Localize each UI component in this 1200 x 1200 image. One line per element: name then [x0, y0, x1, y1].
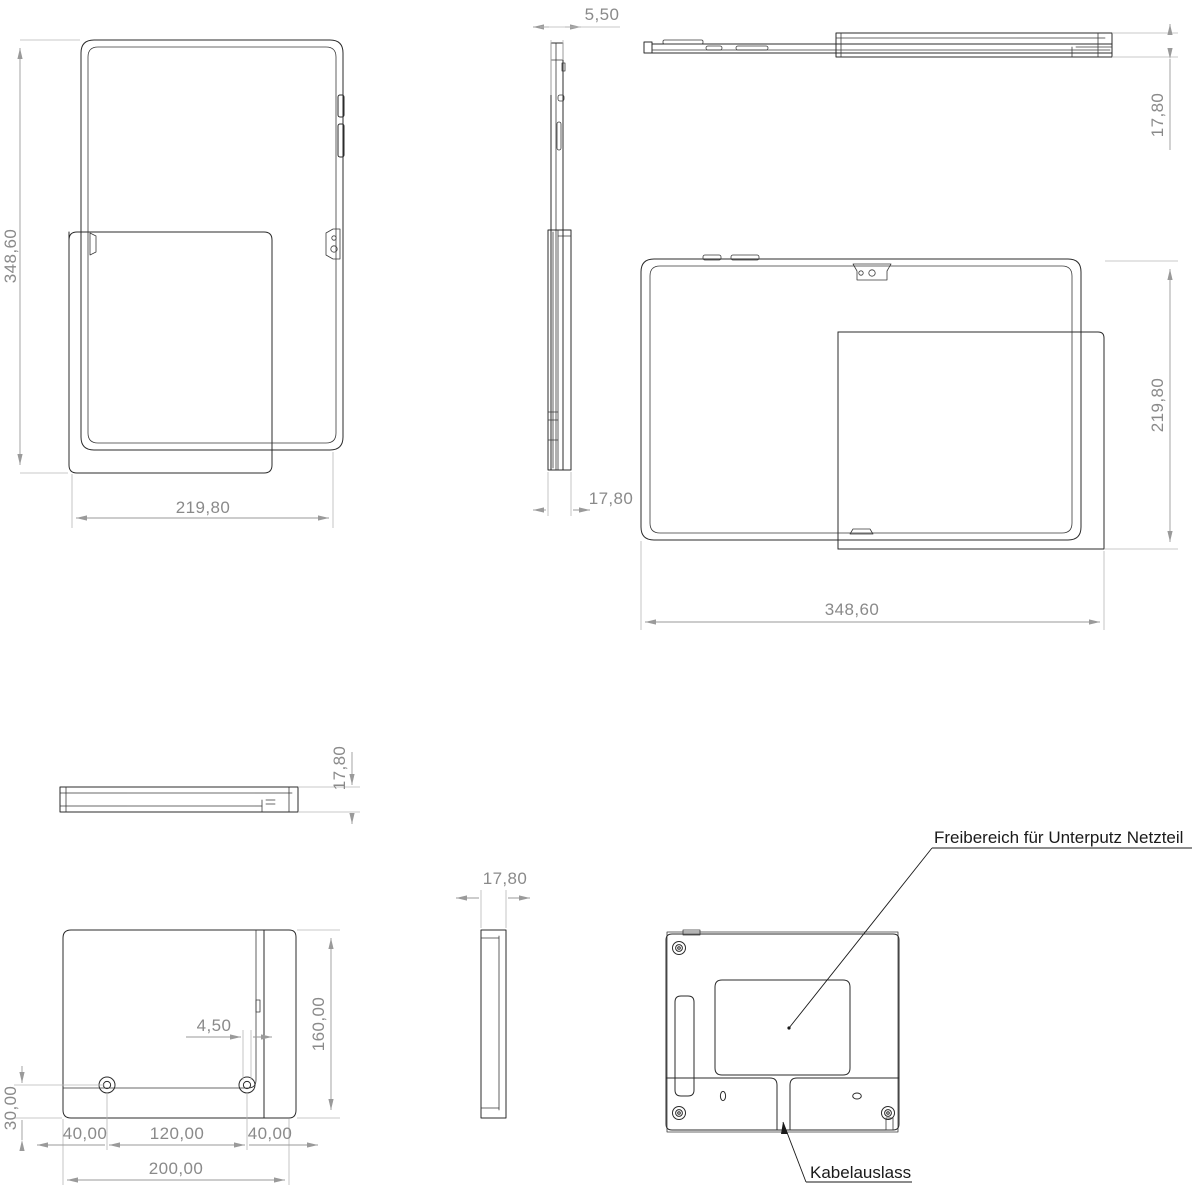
annotation-psu-clearance-label: Freibereich für Unterputz Netzteil [934, 828, 1183, 847]
dim-label-hole-spacing: 120,00 [150, 1124, 204, 1143]
dim-label-edge-thickness: 17,80 [483, 869, 528, 888]
dim-label-plate-height: 160,00 [309, 997, 328, 1051]
dim-plate-thickness: 17,80 [298, 746, 360, 824]
view-plate-edge-horizontal: 17,80 [59, 746, 360, 824]
dim-plate-hole-diameter: 4,50 [186, 1016, 272, 1080]
dim-side-glass-thickness: 5,50 [533, 5, 620, 95]
dim-label-front-height: 348,60 [1, 229, 20, 283]
annotation-cable-outlet-label: Kabelauslass [810, 1163, 911, 1182]
dim-front-width: 219,80 [71, 452, 334, 528]
dim-label-landscape-depth: 17,80 [1148, 93, 1167, 138]
dim-plate-height: 160,00 [297, 929, 340, 1119]
dim-label-plate-thickness: 17,80 [330, 746, 349, 791]
annotation-psu-clearance: Freibereich für Unterputz Netzteil [787, 828, 1192, 1030]
view-back-plate: Freibereich für Unterputz Netzteil Kabel… [665, 828, 1192, 1183]
dim-label-landscape-width: 348,60 [825, 600, 879, 619]
landscape-camera-detail [852, 263, 892, 281]
front-portrait-latch-detail [89, 232, 97, 256]
landscape-latch-detail [849, 528, 874, 535]
dim-front-height: 348,60 [1, 39, 80, 474]
dim-label-total-width: 200,00 [149, 1159, 203, 1178]
front-portrait-wall-plate [68, 231, 273, 474]
dim-landscape-width: 348,60 [640, 541, 1105, 630]
landscape-top-buttons [702, 254, 760, 261]
back-plate-screw-bottom-right [881, 1106, 895, 1120]
back-plate-screw-top-left [672, 941, 686, 955]
back-plate-screw-bottom-left [672, 1106, 686, 1120]
dim-plate-left-offset: 40,00 [37, 1124, 108, 1148]
dim-plate-edge-thickness: 17,80 [456, 869, 530, 928]
dim-plate-bottom-offset: 30,00 [1, 1066, 105, 1151]
dim-label-front-width: 219,80 [176, 498, 230, 517]
landscape-wall-plate [837, 331, 1105, 550]
view-front-portrait: 348,60 219,80 [1, 39, 345, 528]
dim-label-hole-diameter: 4,50 [197, 1016, 232, 1035]
dim-label-right-offset: 40,00 [248, 1124, 293, 1143]
view-plate-edge-vertical: 17,80 [456, 869, 530, 1119]
front-portrait-side-buttons [337, 94, 345, 158]
dim-label-bottom-offset: 30,00 [1, 1086, 20, 1131]
landscape-tablet-body [640, 258, 1082, 541]
plate-mount-hole-right [238, 1076, 256, 1094]
front-portrait-tablet-body [80, 39, 344, 451]
side-portrait-wall-plate [547, 229, 572, 471]
dim-label-total-depth: 17,80 [589, 489, 634, 508]
view-landscape-edge: 17,80 [643, 24, 1178, 150]
dim-landscape-depth: 17,80 [1112, 24, 1178, 150]
dim-side-total-depth: 17,80 [533, 472, 633, 516]
dim-landscape-height: 219,80 [1105, 260, 1178, 550]
dim-label-left-offset: 40,00 [63, 1124, 108, 1143]
view-plate-front: 160,00 4,50 30,00 40,00 [1, 929, 340, 1185]
front-portrait-camera-detail [325, 228, 341, 260]
annotation-cable-outlet: Kabelauslass [781, 1121, 912, 1183]
dim-label-landscape-height: 219,80 [1148, 378, 1167, 432]
dim-label-glass-thickness: 5,50 [585, 5, 620, 24]
dim-plate-total-width: 200,00 [67, 1159, 285, 1183]
view-landscape-face: 219,80 348,60 [640, 254, 1178, 630]
dim-plate-right-offset: 40,00 [248, 1124, 318, 1148]
view-side-portrait: 5,50 17,80 [533, 5, 633, 516]
dim-plate-hole-spacing: 120,00 [109, 1124, 245, 1148]
